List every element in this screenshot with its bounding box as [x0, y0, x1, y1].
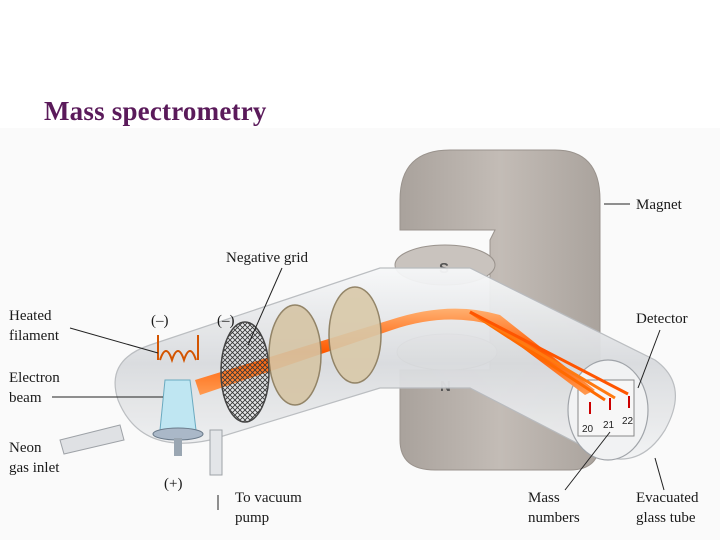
neon-gas-label-line1: Neon	[9, 440, 42, 456]
heated-filament	[157, 335, 199, 364]
magnet-label: Magnet	[636, 197, 683, 213]
vacuum-pump-label-line2: pump	[235, 510, 269, 526]
negative-grid-label: Negative grid	[226, 250, 309, 266]
detector-label: Detector	[636, 311, 688, 327]
neon-gas-label-line2: gas inlet	[9, 460, 60, 476]
vacuum-pump-label-line1: To vacuum	[235, 490, 302, 506]
mass-number-22: 22	[622, 416, 634, 427]
leader-lines	[52, 203, 665, 510]
grids	[220, 286, 382, 423]
evacuated-tube-label-line2: glass tube	[636, 510, 696, 526]
mass-numbers-label-line2: numbers	[528, 510, 580, 526]
evacuated-tube-label-line1: Evacuated	[636, 490, 699, 506]
heated-filament-label-line2: filament	[9, 328, 60, 344]
mass-number-20: 20	[582, 424, 594, 435]
minus-label-2: (–)	[217, 313, 235, 329]
page-title: Mass spectrometry	[44, 96, 267, 126]
minus-label-1: (–)	[151, 313, 169, 329]
electron-beam-label-line1: Electron	[9, 370, 60, 386]
heated-filament-label-line1: Heated	[9, 308, 52, 324]
mass-number-21: 21	[603, 420, 615, 431]
electron-source	[152, 379, 204, 456]
detector: 20 21 22	[582, 396, 634, 435]
plus-label: (+)	[164, 476, 182, 492]
electron-beam-label-line2: beam	[9, 390, 42, 406]
mass-numbers-label-line1: Mass	[528, 490, 560, 506]
ion-beam	[195, 308, 629, 402]
